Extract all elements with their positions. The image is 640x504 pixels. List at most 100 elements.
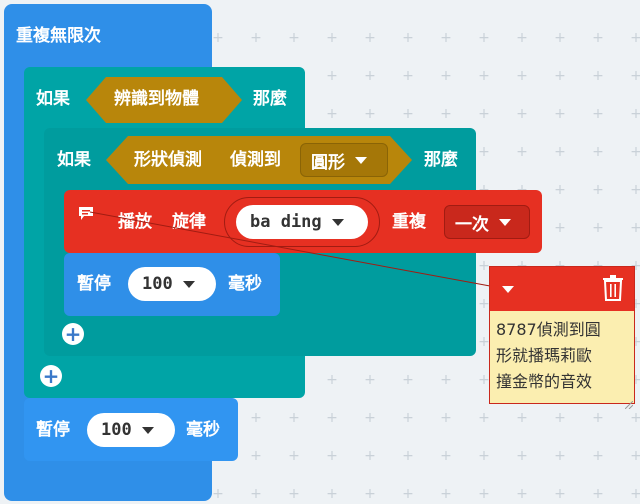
grid-plus-mark: + [554, 144, 566, 160]
condition-shape-detect[interactable]: 形狀偵測 偵測到 圓形 [106, 136, 412, 184]
grid-plus-mark: + [630, 182, 640, 198]
add-branch-inner-button[interactable]: + [62, 323, 84, 345]
melody-dropdown-value: ba ding [250, 212, 322, 232]
shape-dropdown[interactable]: 圓形 [300, 143, 388, 177]
grid-plus-mark: + [554, 68, 566, 84]
grid-plus-mark: + [554, 220, 566, 236]
grid-plus-mark: + [212, 30, 224, 46]
repeat-dropdown[interactable]: 一次 [444, 205, 530, 239]
grid-plus-mark: + [592, 410, 604, 426]
pause-inner-label: 暫停 [77, 274, 111, 294]
grid-plus-mark: + [364, 30, 376, 46]
grid-plus-mark: + [554, 182, 566, 198]
comment-bubble[interactable]: 8787偵測到圓 形就播瑪莉歐 撞金幣的音效 [489, 266, 635, 410]
grid-plus-mark: + [516, 486, 528, 502]
grid-plus-mark: + [212, 486, 224, 502]
grid-plus-mark: + [402, 30, 414, 46]
comment-text[interactable]: 8787偵測到圓 形就播瑪莉歐 撞金幣的音效 [496, 317, 634, 395]
comment-icon[interactable] [78, 206, 94, 220]
grid-plus-mark: + [440, 372, 452, 388]
comment-resize-handle[interactable] [624, 394, 634, 410]
grid-plus-mark: + [402, 106, 414, 122]
grid-plus-mark: + [364, 106, 376, 122]
grid-plus-mark: + [592, 144, 604, 160]
pause-outer-value-input[interactable]: 100 [87, 413, 175, 447]
grid-plus-mark: + [630, 68, 640, 84]
detected-label: 偵測到 [230, 150, 281, 170]
grid-plus-mark: + [440, 68, 452, 84]
grid-plus-mark: + [592, 68, 604, 84]
grid-plus-mark: + [250, 486, 262, 502]
grid-plus-mark: + [630, 410, 640, 426]
grid-plus-mark: + [630, 296, 640, 312]
grid-plus-mark: + [478, 106, 490, 122]
trash-icon[interactable] [602, 275, 624, 301]
grid-plus-mark: + [402, 410, 414, 426]
pause-outer-unit: 毫秒 [186, 420, 220, 440]
grid-plus-mark: + [478, 334, 490, 350]
grid-plus-mark: + [440, 106, 452, 122]
grid-plus-mark: + [326, 68, 338, 84]
grid-plus-mark: + [326, 106, 338, 122]
grid-plus-mark: + [516, 144, 528, 160]
grid-plus-mark: + [288, 486, 300, 502]
melody-dropdown[interactable]: ba ding [236, 205, 368, 239]
grid-plus-mark: + [364, 486, 376, 502]
if-outer-if-label: 如果 [36, 89, 70, 109]
grid-plus-mark: + [516, 410, 528, 426]
grid-plus-mark: + [630, 486, 640, 502]
grid-plus-mark: + [630, 30, 640, 46]
grid-plus-mark: + [630, 144, 640, 160]
grid-plus-mark: + [250, 410, 262, 426]
comment-header[interactable] [490, 267, 634, 311]
pause-inner-value-input[interactable]: 100 [128, 267, 216, 301]
melody-slot-outline [224, 197, 380, 247]
play-label: 播放 [118, 212, 152, 232]
shape-detect-label: 形狀偵測 [134, 150, 202, 170]
grid-plus-mark: + [592, 220, 604, 236]
pause-outer-label: 暫停 [36, 420, 70, 440]
repeat-dropdown-value: 一次 [455, 214, 489, 235]
grid-plus-mark: + [478, 258, 490, 274]
grid-plus-mark: + [402, 372, 414, 388]
grid-plus-mark: + [592, 486, 604, 502]
comment-text-line: 撞金幣的音效 [496, 372, 593, 391]
grid-plus-mark: + [516, 30, 528, 46]
grid-plus-mark: + [554, 486, 566, 502]
grid-plus-mark: + [402, 486, 414, 502]
pause-outer-value: 100 [101, 420, 132, 440]
grid-plus-mark: + [478, 144, 490, 160]
grid-plus-mark: + [592, 448, 604, 464]
grid-plus-mark: + [288, 448, 300, 464]
grid-plus-mark: + [326, 30, 338, 46]
chevron-down-icon [499, 218, 511, 226]
grid-plus-mark: + [592, 182, 604, 198]
grid-plus-mark: + [440, 30, 452, 46]
chevron-down-icon[interactable] [502, 286, 514, 293]
grid-plus-mark: + [554, 448, 566, 464]
grid-plus-mark: + [440, 486, 452, 502]
plus-circle-icon: + [64, 321, 82, 346]
grid-plus-mark: + [630, 258, 640, 274]
condition-recognized-object[interactable]: 辨識到物體 [86, 77, 242, 123]
if-inner-then-label: 那麼 [424, 150, 458, 170]
grid-plus-mark: + [592, 30, 604, 46]
grid-plus-mark: + [440, 448, 452, 464]
pause-inner-value: 100 [142, 274, 173, 294]
grid-plus-mark: + [478, 30, 490, 46]
add-branch-outer-button[interactable]: + [40, 365, 62, 387]
repeat-label: 重複 [392, 212, 426, 232]
grid-plus-mark: + [326, 372, 338, 388]
chevron-down-icon [331, 218, 344, 226]
chevron-down-icon [355, 156, 367, 164]
grid-plus-mark: + [478, 372, 490, 388]
shape-dropdown-value: 圓形 [311, 152, 345, 173]
grid-plus-mark: + [440, 410, 452, 426]
plus-circle-icon: + [42, 363, 60, 388]
grid-plus-mark: + [326, 448, 338, 464]
grid-plus-mark: + [250, 448, 262, 464]
grid-plus-mark: + [516, 68, 528, 84]
chevron-down-icon [182, 280, 195, 288]
grid-plus-mark: + [516, 448, 528, 464]
